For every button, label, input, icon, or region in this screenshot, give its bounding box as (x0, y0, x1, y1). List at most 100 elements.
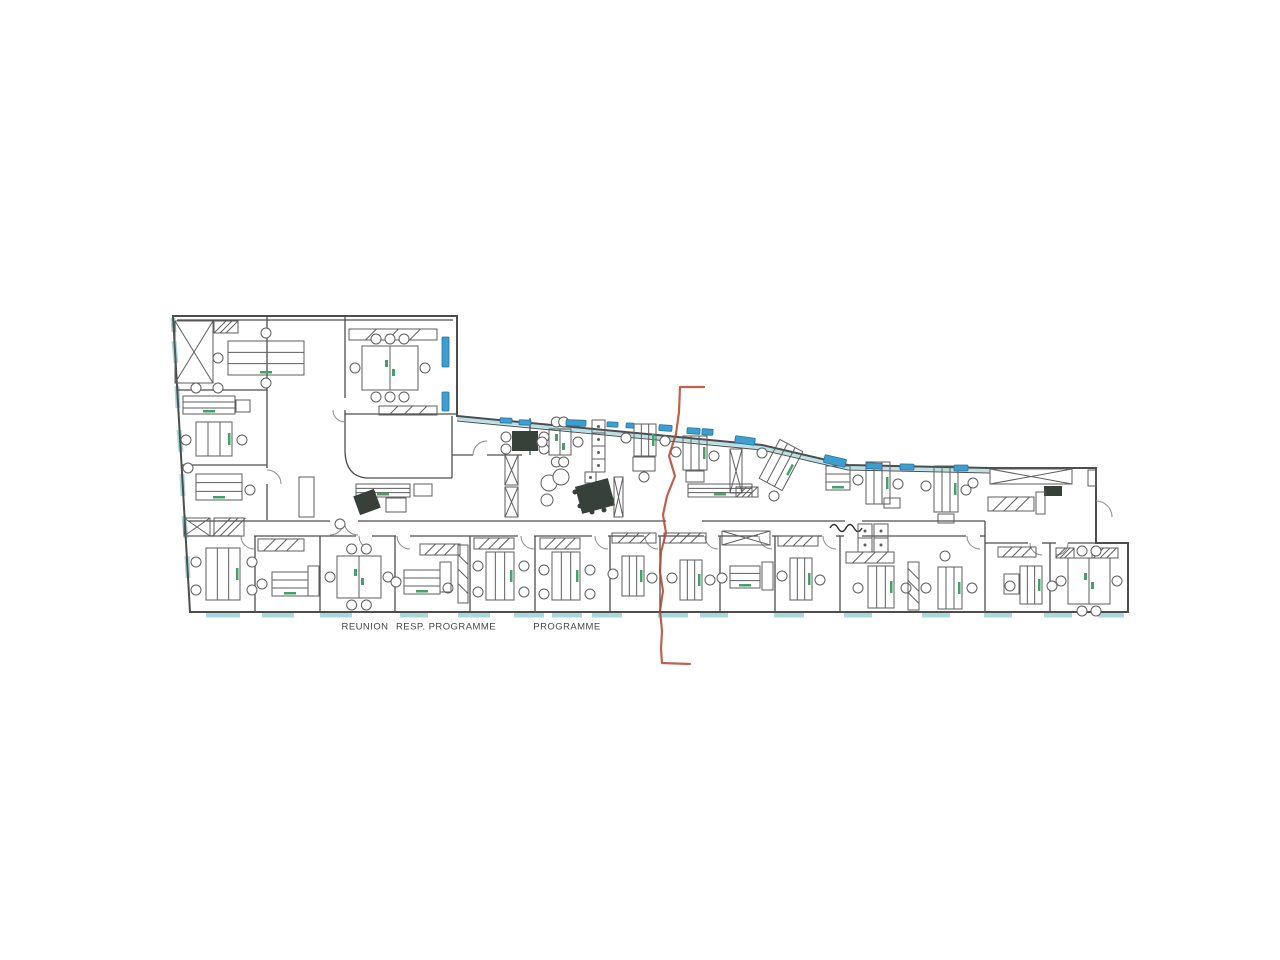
table-green-accent (385, 360, 388, 367)
desk-chair (190, 584, 202, 596)
desk-green-accent (958, 582, 961, 594)
furniture-rect (235, 399, 251, 413)
door-arc (343, 520, 359, 536)
desk-group (182, 395, 236, 415)
stool-dot (609, 497, 615, 503)
desk-group (227, 340, 305, 376)
furniture-rect (413, 483, 433, 497)
shelf-hatch-line (434, 543, 446, 556)
table-green-accent (354, 569, 357, 576)
furniture-rect (1003, 573, 1020, 595)
shelf-hatch-line (424, 543, 436, 556)
meeting-chair (536, 436, 548, 448)
shelf-hatch-line (1002, 546, 1013, 558)
locker-knob (589, 476, 592, 479)
desk-chair (538, 588, 550, 600)
shelf-hatch-line (544, 537, 556, 550)
desk-chair (190, 382, 202, 394)
furniture-rect (1035, 491, 1046, 515)
radiator-group (823, 454, 847, 468)
shelf-hatch-line (219, 517, 239, 537)
radiator (441, 336, 450, 368)
dark-furniture-group (512, 431, 538, 451)
radiator-group (899, 463, 915, 471)
desk-group (729, 565, 761, 589)
shelf-hatch-line (741, 486, 753, 498)
desk-chair (584, 564, 596, 576)
desk-green-accent (576, 570, 579, 582)
desk (937, 566, 963, 610)
chair (500, 443, 512, 455)
storage-cabinet (989, 468, 1073, 485)
desk-chair (852, 582, 864, 594)
desk-green-accent (703, 447, 706, 459)
desk-green-accent (213, 496, 225, 499)
desk-chair (180, 434, 192, 446)
radiator (701, 428, 714, 436)
desk (633, 423, 657, 457)
shelf-rack (213, 517, 245, 537)
shelf-hatch-line (679, 532, 691, 544)
desk-chair (472, 560, 484, 572)
door-arc (240, 535, 255, 550)
meeting-chair (1076, 605, 1088, 617)
desk-chair (920, 582, 932, 594)
desk-group (621, 555, 645, 597)
shelf-hatch-line (876, 551, 888, 564)
meeting-chair (1111, 575, 1123, 587)
shelf-hatch-line (365, 328, 377, 341)
shelf-hatch-line (992, 496, 1007, 512)
cable-squiggle (829, 523, 863, 533)
shelf-hatch-line (690, 532, 701, 544)
shelf-hatch-line (227, 517, 246, 537)
dark-furniture-group (353, 488, 381, 516)
shelf-rack (735, 486, 759, 498)
desk-chair (246, 584, 258, 596)
storage-x (504, 454, 519, 486)
shelf-hatch-line (1021, 546, 1032, 558)
meeting-chair (572, 436, 584, 448)
chair (967, 477, 979, 489)
radiator-group (658, 424, 673, 432)
stool-dot (601, 507, 607, 513)
chair (638, 471, 650, 483)
locker-knob (597, 464, 600, 467)
door-arc (1029, 542, 1043, 556)
furniture-rect (761, 561, 774, 591)
desk-green-accent (832, 486, 844, 489)
shelf-hatch-line (1011, 546, 1023, 558)
shelf-hatch-line (907, 568, 920, 580)
shelf-hatch-line (564, 537, 576, 550)
radiator (565, 419, 587, 427)
desk (355, 483, 411, 498)
furniture-rect (632, 456, 656, 472)
desk-group (195, 421, 233, 457)
radiator-group (441, 391, 450, 412)
shelf-hatch-line (457, 554, 469, 565)
radiator-group (625, 422, 635, 429)
shelf-hatch-line (669, 532, 680, 544)
desk-group (758, 438, 804, 492)
storage-cabinet (183, 517, 211, 537)
reception-rounded-wall (344, 451, 452, 479)
desk-chair (246, 556, 258, 568)
storage-x (613, 476, 624, 518)
door-arc (822, 535, 837, 550)
door-arc (396, 535, 411, 550)
desk-chair (756, 447, 768, 459)
desk-green-accent (377, 493, 389, 496)
meeting-chair (1090, 545, 1102, 557)
desk-green-accent (228, 433, 231, 445)
shelf-hatch-line (417, 405, 428, 416)
shelf-hatch-line (403, 405, 413, 416)
shelf-hatch-line (478, 537, 490, 550)
desk-chair (518, 586, 530, 598)
shelf-hatch-line (409, 328, 421, 341)
round-seat (540, 493, 554, 507)
table-green-accent (555, 434, 558, 441)
shelf-rack (257, 538, 305, 552)
desk-group (937, 566, 963, 610)
desk (758, 438, 804, 492)
shelf-hatch-line (457, 568, 469, 580)
